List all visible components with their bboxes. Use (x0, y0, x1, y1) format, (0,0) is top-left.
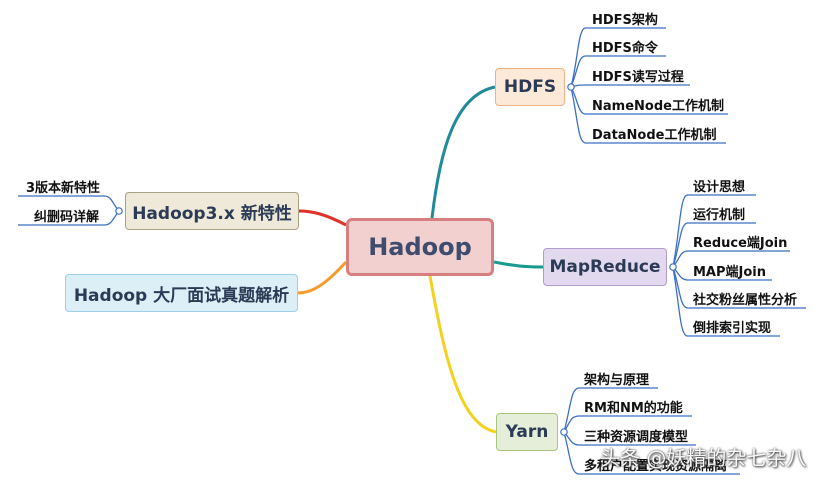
link-root-mapreduce (493, 260, 544, 269)
leaf-mr-map-join[interactable]: MAP端Join (693, 265, 767, 280)
leaf-yarn-multitenant[interactable]: 多租户配置实现资源隔离 (584, 459, 728, 474)
link-root-yarn (428, 275, 497, 434)
leaf-h3-erasure-coding[interactable]: 纠删码详解 (34, 210, 100, 225)
leaf-h3-features[interactable]: 3版本新特性 (26, 181, 101, 196)
leaf-mr-runtime[interactable]: 运行机制 (693, 208, 746, 223)
link-root-hdfs (430, 85, 496, 219)
leaf-mr-social[interactable]: 社交粉丝属性分析 (693, 293, 798, 308)
branch-node-hadoop3[interactable]: Hadoop3.x 新特性 (125, 192, 299, 230)
leaf-yarn-architecture[interactable]: 架构与原理 (584, 373, 650, 388)
leaf-hdfs-readwrite[interactable]: HDFS读写过程 (592, 70, 684, 85)
leaf-hdfs-commands[interactable]: HDFS命令 (592, 41, 658, 56)
link-root-interview (297, 260, 348, 295)
branch-node-mapreduce[interactable]: MapReduce (543, 248, 667, 286)
leaf-mr-reduce-join[interactable]: Reduce端Join (693, 236, 788, 251)
leaf-mr-inverted-index[interactable]: 倒排索引实现 (693, 321, 772, 336)
root-node[interactable]: Hadoop (346, 218, 494, 276)
leaf-hdfs-architecture[interactable]: HDFS架构 (592, 13, 658, 28)
leaf-yarn-scheduler[interactable]: 三种资源调度模型 (584, 430, 689, 445)
leaf-yarn-rm-nm[interactable]: RM和NM的功能 (584, 401, 683, 416)
leaf-mr-design[interactable]: 设计思想 (693, 180, 746, 195)
branch-node-hdfs[interactable]: HDFS (495, 68, 565, 106)
watermark-text: 头条 @妖精的杂七杂八 (600, 446, 807, 470)
leaf-namenode[interactable]: NameNode工作机制 (592, 99, 724, 114)
link-root-hadoop3 (298, 209, 347, 227)
mapreduce-leaf-connectors (672, 194, 806, 337)
branch-node-interview[interactable]: Hadoop 大厂面试真题解析 (65, 274, 298, 312)
leaf-datanode[interactable]: DataNode工作机制 (592, 128, 717, 143)
yarn-leaf-connectors (563, 387, 740, 475)
branch-node-yarn[interactable]: Yarn (496, 413, 558, 451)
hdfs-leaf-connectors (570, 27, 728, 144)
